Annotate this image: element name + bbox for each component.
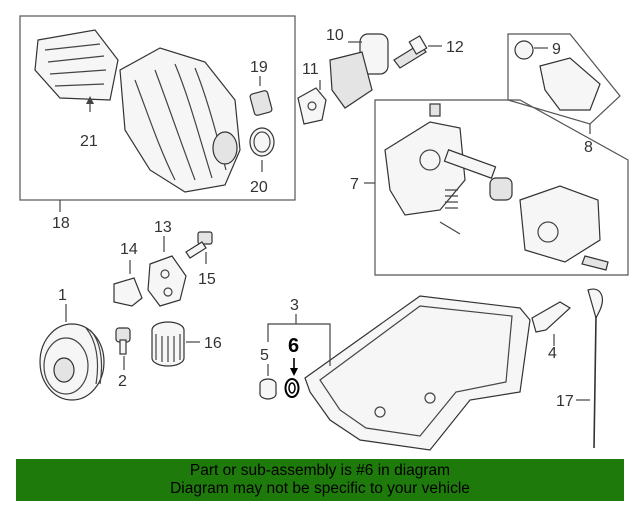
callout-21: 21 [80,133,98,150]
callout-12: 12 [446,39,464,56]
intake-manifold-group-box [19,15,296,201]
oil-pump-group-box [374,99,629,276]
callout-16: 16 [204,335,222,352]
part-8-housing [539,57,601,111]
callout-8: 8 [584,139,593,156]
callout-17: 17 [556,393,574,410]
callout-2: 2 [118,373,127,390]
banner-line-2: Diagram may not be specific to your vehi… [170,480,470,497]
part-10-solenoid [329,33,389,109]
part-2-bolt [115,327,131,355]
callout-11: 11 [302,61,319,78]
part-3-oil-pan [304,295,531,451]
callout-4: 4 [548,345,557,362]
part-13-bracket [147,255,187,307]
part-1-crank-pulley [39,323,105,401]
callout-7: 7 [350,176,359,193]
callout-14: 14 [120,241,138,258]
callout-13: 13 [154,219,172,236]
info-banner: Part or sub-assembly is #6 in diagram Di… [16,459,624,501]
part-7-oil-pump-assembly [384,103,609,271]
callout-19: 19 [250,59,268,76]
part-19-sensor [249,90,273,116]
part-21-manifold-cover [34,29,119,101]
part-16-oil-filter [151,321,185,367]
part-6-drain-gasket [284,378,300,398]
callout-6: 6 [288,335,299,357]
callout-10: 10 [326,27,344,44]
part-12-bolt [393,35,428,69]
part-9-o-ring [514,40,534,60]
housing-group-box [507,33,621,125]
banner-line-1: Part or sub-assembly is #6 in diagram [189,462,451,479]
callout-3: 3 [290,297,299,314]
callout-5: 5 [260,347,269,364]
part-4-dipstick-tube [531,301,571,333]
callout-18: 18 [52,215,70,232]
callout-1: 1 [58,287,67,304]
callout-20: 20 [250,179,268,196]
callout-9: 9 [552,41,561,58]
part-20-gasket [249,127,275,157]
part-11-bracket [297,87,327,125]
part-5-drain-plug [259,378,277,400]
callout-15: 15 [198,271,216,288]
highlight-arrow-icon [290,368,298,376]
part-14-gasket [113,277,143,307]
part-15-bolt [185,231,213,259]
intake-manifold [119,47,241,193]
part-17-dipstick [587,288,603,449]
